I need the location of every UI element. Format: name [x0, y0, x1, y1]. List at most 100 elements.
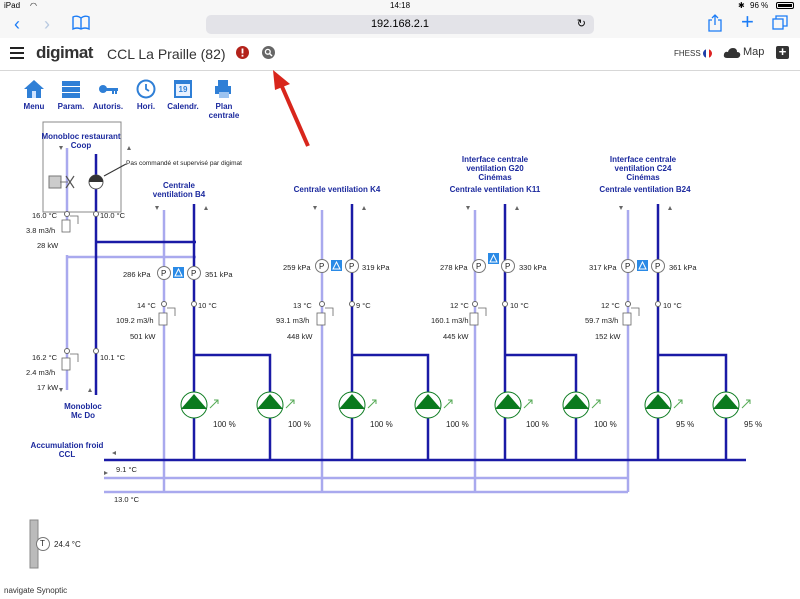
- red-annotation-arrow: [273, 70, 310, 147]
- key-icon: [97, 78, 119, 100]
- toolbar-plan-centrale-button[interactable]: Plan centrale: [202, 78, 246, 120]
- mono-mcdo-title[interactable]: Monobloc Mc Do: [64, 402, 102, 420]
- k4-temp-left: 13 °C: [293, 301, 312, 310]
- k11-flow: 160.1 m3/h: [431, 316, 469, 325]
- search-icon[interactable]: [262, 46, 275, 64]
- footer-status: navigate Synoptic: [4, 586, 68, 595]
- k4-pump1-speed: 100 %: [370, 420, 393, 429]
- k11-power: 445 kW: [443, 332, 469, 341]
- battery-icon: [776, 2, 794, 9]
- tabs-icon[interactable]: [772, 15, 788, 35]
- accumulation-title[interactable]: Accumulation froid CCL: [30, 441, 104, 459]
- k4-flow: 93.1 m3/h: [276, 316, 310, 325]
- back-icon[interactable]: ‹: [14, 14, 20, 34]
- k4-pressure-left: 259 kPa: [283, 263, 311, 272]
- b4-pump1-speed: 100 %: [213, 420, 236, 429]
- b24-flow: 59.7 m3/h: [585, 316, 619, 325]
- wifi-icon: ◠: [30, 1, 37, 10]
- bluetooth-icon: ✱: [738, 1, 745, 10]
- toolbar-param-button[interactable]: Param.: [51, 78, 91, 111]
- calendar-icon: 19: [172, 78, 194, 100]
- not-supervised-note: Pas commandé et supervisé par digimat: [126, 160, 242, 167]
- cloud-icon[interactable]: [723, 46, 741, 64]
- toolbar-hori-button[interactable]: Hori.: [126, 78, 166, 111]
- battery-level: 96 %: [750, 1, 769, 10]
- b24-pump2-speed: 95 %: [744, 420, 763, 429]
- k11-temp-left: 12 °C: [450, 301, 469, 310]
- add-icon[interactable]: +: [776, 45, 789, 59]
- pressure-sensor-label: P: [655, 262, 661, 271]
- alarm-icon[interactable]: [236, 46, 249, 64]
- k11-title[interactable]: Centrale ventilation K11: [449, 185, 541, 194]
- b24-pressure-right: 361 kPa: [669, 263, 697, 272]
- mcdo-temp-left: 16.2 °C: [32, 353, 58, 362]
- b24-power: 152 kW: [595, 332, 621, 341]
- new-tab-icon[interactable]: +: [741, 9, 754, 34]
- k11-pump1-speed: 100 %: [526, 420, 549, 429]
- french-flag-icon[interactable]: [703, 49, 712, 58]
- device-name: iPad: [4, 1, 21, 10]
- mcdo-temp-right: 10.1 °C: [100, 353, 126, 362]
- k4-pump2-speed: 100 %: [446, 420, 469, 429]
- synoptic-diagram: [29, 121, 751, 569]
- reload-icon[interactable]: ↻: [576, 18, 586, 30]
- coop-temp-left: 16.0 °C: [32, 211, 58, 220]
- b4-power: 501 kW: [130, 332, 156, 341]
- pressure-sensors: [157, 253, 665, 280]
- b4-flow: 109.2 m3/h: [116, 316, 154, 325]
- address-bar[interactable]: 192.168.2.1 ↻: [206, 15, 594, 34]
- url-text: 192.168.2.1: [370, 18, 430, 30]
- k4-pressure-right: 319 kPa: [362, 263, 390, 272]
- browser-toolbar: ‹ › 192.168.2.1 ↻ +: [0, 9, 800, 39]
- clock-time: 14:18: [390, 1, 411, 10]
- bookmarks-icon[interactable]: [72, 15, 90, 35]
- toolbar-calendr-button[interactable]: 19 Calendr.: [163, 78, 203, 111]
- g20-interface-title[interactable]: Interface centrale ventilation G20 Ciném…: [461, 155, 529, 182]
- forward-icon[interactable]: ›: [44, 14, 50, 34]
- b4-pressure-left: 286 kPa: [123, 270, 151, 279]
- toolbar-autoris-button[interactable]: Autoris.: [88, 78, 128, 111]
- mcdo-flow: 2.4 m3/h: [26, 368, 56, 377]
- b24-title[interactable]: Centrale ventilation B24: [599, 185, 691, 194]
- b4-pump2-speed: 100 %: [288, 420, 311, 429]
- accumulation-return-temp: 13.0 °C: [114, 495, 140, 504]
- pumps: [180, 391, 751, 419]
- k11-temp-right: 10 °C: [510, 301, 529, 310]
- coop-temp-right: 10.0 °C: [100, 211, 126, 220]
- k4-title[interactable]: Centrale ventilation K4: [293, 185, 381, 194]
- pressure-sensor-label: P: [161, 269, 167, 278]
- page-title: CCL La Praille (82): [107, 46, 226, 62]
- folders-icon: [60, 78, 82, 100]
- b24-temp-left: 12 °C: [601, 301, 620, 310]
- share-icon[interactable]: [708, 14, 722, 36]
- app-header: digimat CCL La Praille (82) FHESS Map +: [0, 38, 800, 71]
- b4-title[interactable]: Centrale ventilation B4: [152, 181, 206, 199]
- b24-pressure-left: 317 kPa: [589, 263, 617, 272]
- b24-pump1-speed: 95 %: [676, 420, 695, 429]
- printer-icon: [213, 78, 235, 100]
- user-name[interactable]: FHESS: [674, 49, 701, 58]
- mcdo-power: 17 kW: [37, 383, 59, 392]
- k11-pump2-speed: 100 %: [594, 420, 617, 429]
- k11-pressure-right: 330 kPa: [519, 263, 547, 272]
- coop-flow: 3.8 m3/h: [26, 226, 56, 235]
- hamburger-menu-icon[interactable]: [10, 46, 24, 64]
- thermometer-letter: T: [40, 539, 45, 548]
- b4-temp-left: 14 °C: [137, 301, 156, 310]
- status-bar: iPad ◠ 14:18 ✱ 96 %: [0, 0, 800, 12]
- k11-pressure-left: 278 kPa: [440, 263, 468, 272]
- pressure-sensor-label: P: [625, 262, 631, 271]
- mono-coop-title[interactable]: Monobloc restaurant Coop: [41, 132, 121, 150]
- thermometer-icon: [36, 537, 50, 551]
- digimat-logo: digimat: [36, 43, 93, 62]
- toolbar-menu-button[interactable]: Menu: [14, 78, 54, 111]
- pressure-sensor-label: P: [476, 262, 482, 271]
- c24-interface-title[interactable]: Interface centrale ventilation C24 Ciném…: [609, 155, 677, 182]
- coop-power: 28 kW: [37, 241, 59, 250]
- accumulation-supply-temp: 9.1 °C: [116, 465, 137, 474]
- k4-power: 448 kW: [287, 332, 313, 341]
- clock-icon: [135, 78, 157, 100]
- b4-pressure-right: 351 kPa: [205, 270, 233, 279]
- map-link[interactable]: Map: [743, 46, 765, 58]
- outdoor-temperature: 24.4 °C: [54, 540, 81, 549]
